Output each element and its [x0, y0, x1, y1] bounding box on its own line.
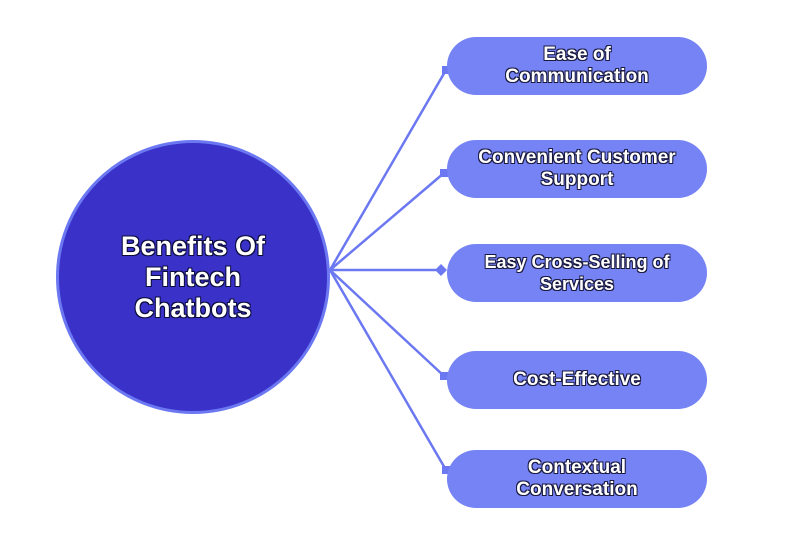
benefit-ease-of-communication: Ease of Communication — [447, 37, 707, 95]
connector-marker — [440, 169, 448, 177]
connector-line — [329, 172, 445, 271]
hub-title: Benefits Of Fintech Chatbots — [120, 230, 266, 323]
connector-line — [328, 69, 448, 271]
benefit-label: Convenient Customer Support — [478, 147, 676, 190]
connector-marker — [435, 264, 447, 276]
benefit-label: Contextual Conversation — [516, 457, 638, 500]
connector-marker — [440, 372, 448, 380]
benefit-easy-cross-selling: Easy Cross-Selling of Services — [447, 244, 707, 302]
connector-line — [329, 269, 445, 377]
benefit-label: Cost-Effective — [513, 369, 641, 390]
connector-line — [328, 269, 448, 471]
hub-circle: Benefits Of Fintech Chatbots — [56, 140, 330, 414]
benefit-contextual-conversation: Contextual Conversation — [447, 450, 707, 508]
benefit-convenient-customer-support: Convenient Customer Support — [447, 140, 707, 198]
connector-marker — [442, 66, 450, 74]
benefit-label: Easy Cross-Selling of Services — [484, 252, 670, 294]
benefit-label: Ease of Communication — [505, 44, 649, 87]
connector-marker — [442, 466, 450, 474]
benefit-cost-effective: Cost-Effective — [447, 351, 707, 409]
